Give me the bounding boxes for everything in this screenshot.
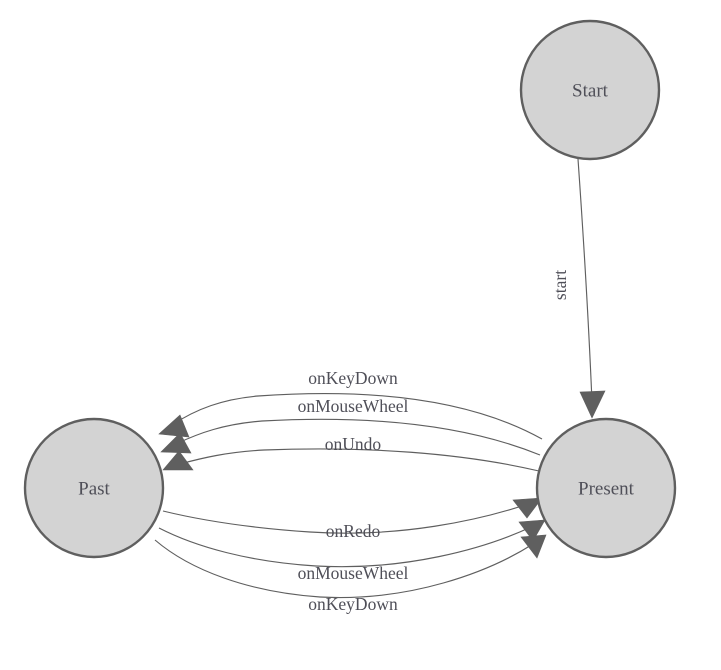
arrowhead-icon bbox=[158, 414, 190, 438]
arrowhead-icon bbox=[160, 432, 192, 454]
edge-present-past-onmousewheel[interactable]: onMouseWheel bbox=[160, 396, 541, 456]
arrowhead-icon bbox=[512, 497, 543, 519]
node-past-label: Past bbox=[78, 479, 110, 500]
node-present[interactable]: Present bbox=[535, 417, 677, 559]
node-past-circle[interactable] bbox=[23, 417, 165, 559]
edge-past-present-onredo[interactable]: onRedo bbox=[162, 497, 543, 541]
edge-past-present-onkeydown-path bbox=[154, 539, 534, 599]
edge-start[interactable]: start bbox=[550, 158, 606, 419]
edge-label-onmousewheel-redo: onMouseWheel bbox=[298, 563, 409, 583]
edge-label-onmousewheel-undo: onMouseWheel bbox=[298, 396, 409, 416]
edge-label-onundo: onUndo bbox=[325, 434, 382, 454]
edge-label-onredo: onRedo bbox=[326, 521, 381, 541]
arrowhead-icon bbox=[579, 390, 606, 419]
edge-label-onkeydown-redo: onKeyDown bbox=[308, 594, 398, 614]
edge-label-onkeydown-undo: onKeyDown bbox=[308, 368, 398, 388]
edge-present-past-onkeydown[interactable]: onKeyDown bbox=[158, 368, 543, 440]
edge-past-present-onkeydown[interactable]: onKeyDown bbox=[154, 534, 547, 614]
nodes-layer: Start Past Present bbox=[23, 19, 677, 559]
edge-label-start: start bbox=[550, 270, 570, 300]
edge-present-past-onkeydown-path bbox=[171, 393, 543, 440]
arrowhead-icon bbox=[162, 450, 194, 471]
edge-present-past-onundo[interactable]: onUndo bbox=[162, 434, 540, 472]
edges-layer: start onKeyDown onMouseWheel onUndo bbox=[154, 158, 606, 614]
edge-past-present-onmousewheel[interactable]: onMouseWheel bbox=[158, 519, 546, 583]
node-present-label: Present bbox=[578, 479, 635, 500]
node-start[interactable]: Start bbox=[519, 19, 661, 161]
edge-past-present-onredo-path bbox=[162, 503, 529, 534]
node-start-label: Start bbox=[572, 81, 609, 102]
node-past[interactable]: Past bbox=[23, 417, 165, 559]
arrowhead-icon bbox=[520, 534, 547, 559]
arrowhead-icon bbox=[518, 519, 546, 542]
edge-present-past-onundo-path bbox=[179, 448, 540, 472]
edge-start-path bbox=[577, 158, 593, 403]
node-start-circle[interactable] bbox=[519, 19, 661, 161]
node-present-circle[interactable] bbox=[535, 417, 677, 559]
edge-present-past-onmousewheel-path bbox=[175, 418, 541, 456]
edge-past-present-onmousewheel-path bbox=[158, 526, 532, 568]
